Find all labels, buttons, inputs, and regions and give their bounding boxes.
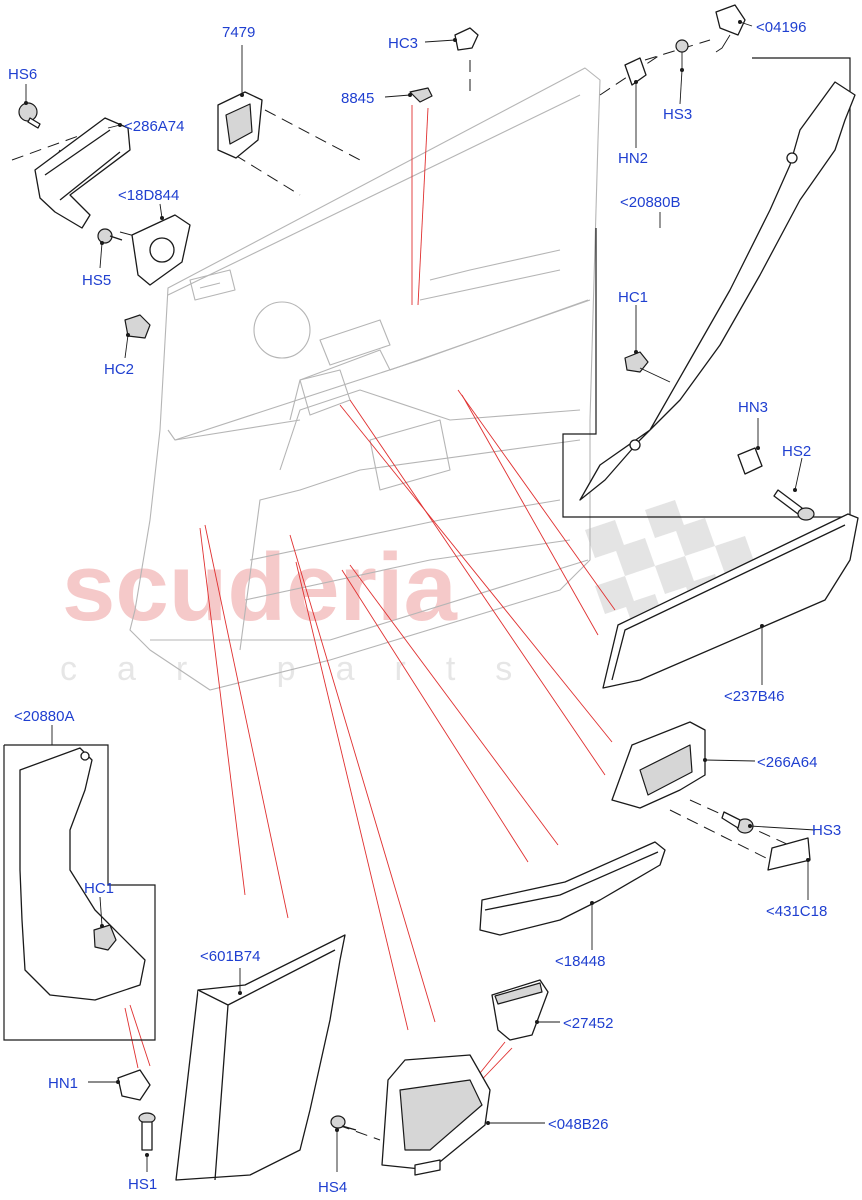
part-hs4-screw (330, 1115, 357, 1131)
part-8845-cap (409, 87, 433, 103)
part-hs3-top-screw (675, 39, 689, 70)
part-labels: HS6 <286A74 7479 HC3 8845 <04196 HS3 HN2… (8, 19, 841, 1196)
label-hn1[interactable]: HN1 (48, 1075, 78, 1092)
label-hn3[interactable]: HN3 (738, 399, 768, 416)
label-237b46[interactable]: <237B46 (724, 688, 784, 705)
part-hs5-screw (97, 228, 123, 244)
label-hs4[interactable]: HS4 (318, 1179, 347, 1196)
label-hs6[interactable]: HS6 (8, 66, 37, 83)
watermark: scuderia car parts (60, 500, 755, 688)
part-hs2-bolt (773, 489, 815, 521)
label-27452[interactable]: <27452 (563, 1015, 613, 1032)
label-8845[interactable]: 8845 (341, 90, 374, 107)
label-hs2[interactable]: HS2 (782, 443, 811, 460)
part-27452-cup (491, 979, 549, 1041)
part-20880b-pillar-trim (579, 81, 856, 501)
part-hs1-screw (138, 1112, 156, 1151)
part-hc3-clip (454, 27, 479, 51)
part-hc1-left-clip (93, 924, 117, 951)
reference-lines (124, 105, 616, 1093)
part-18448-handle-trim (479, 841, 666, 936)
part-7479-latch (217, 91, 263, 159)
label-266a64[interactable]: <266A64 (757, 754, 817, 771)
label-hs3-top[interactable]: HS3 (663, 106, 692, 123)
part-hc1-right-clip (624, 351, 649, 373)
label-hc1-left[interactable]: HC1 (84, 880, 114, 897)
label-286a74[interactable]: <286A74 (124, 118, 184, 135)
part-431c18-cover (767, 837, 811, 871)
label-hs5[interactable]: HS5 (82, 272, 111, 289)
label-18448[interactable]: <18448 (555, 953, 605, 970)
label-20880a[interactable]: <20880A (14, 708, 74, 725)
part-hs6-screw (18, 102, 41, 129)
part-601b74-lower-trim (175, 934, 346, 1181)
label-18d844[interactable]: <18D844 (118, 187, 179, 204)
label-04196[interactable]: <04196 (756, 19, 806, 36)
part-048b26-pocket (381, 1054, 491, 1176)
label-hs1[interactable]: HS1 (128, 1176, 157, 1193)
part-18d844-speaker-bracket (131, 214, 191, 286)
label-601b74[interactable]: <601B74 (200, 948, 260, 965)
label-hn2[interactable]: HN2 (618, 150, 648, 167)
detail-box-20880b (562, 57, 851, 518)
label-hc3[interactable]: HC3 (388, 35, 418, 52)
part-04196-switch (715, 4, 746, 53)
part-286a74-bracket (34, 117, 131, 229)
label-048b26[interactable]: <048B26 (548, 1116, 608, 1133)
part-hn3-nut (737, 447, 763, 475)
part-hn2-nut (624, 57, 647, 86)
label-hs3-mid[interactable]: HS3 (812, 822, 841, 839)
label-hc1-right[interactable]: HC1 (618, 289, 648, 306)
label-hc2[interactable]: HC2 (104, 361, 134, 378)
watermark-sub-text: car parts (60, 650, 552, 688)
detail-box-20880a (3, 744, 156, 1041)
part-20880a-pillar-trim (19, 747, 146, 1001)
label-7479[interactable]: 7479 (222, 24, 255, 41)
leader-lines (24, 20, 816, 1172)
part-hn1-nut (117, 1069, 151, 1101)
label-20880b[interactable]: <20880B (620, 194, 680, 211)
label-431c18[interactable]: <431C18 (766, 903, 827, 920)
part-266a64-handle (611, 721, 706, 809)
watermark-main-text: scuderia (62, 534, 457, 641)
part-hs3-mid-screw (721, 811, 754, 834)
part-237b46-trim-strip (602, 513, 859, 689)
